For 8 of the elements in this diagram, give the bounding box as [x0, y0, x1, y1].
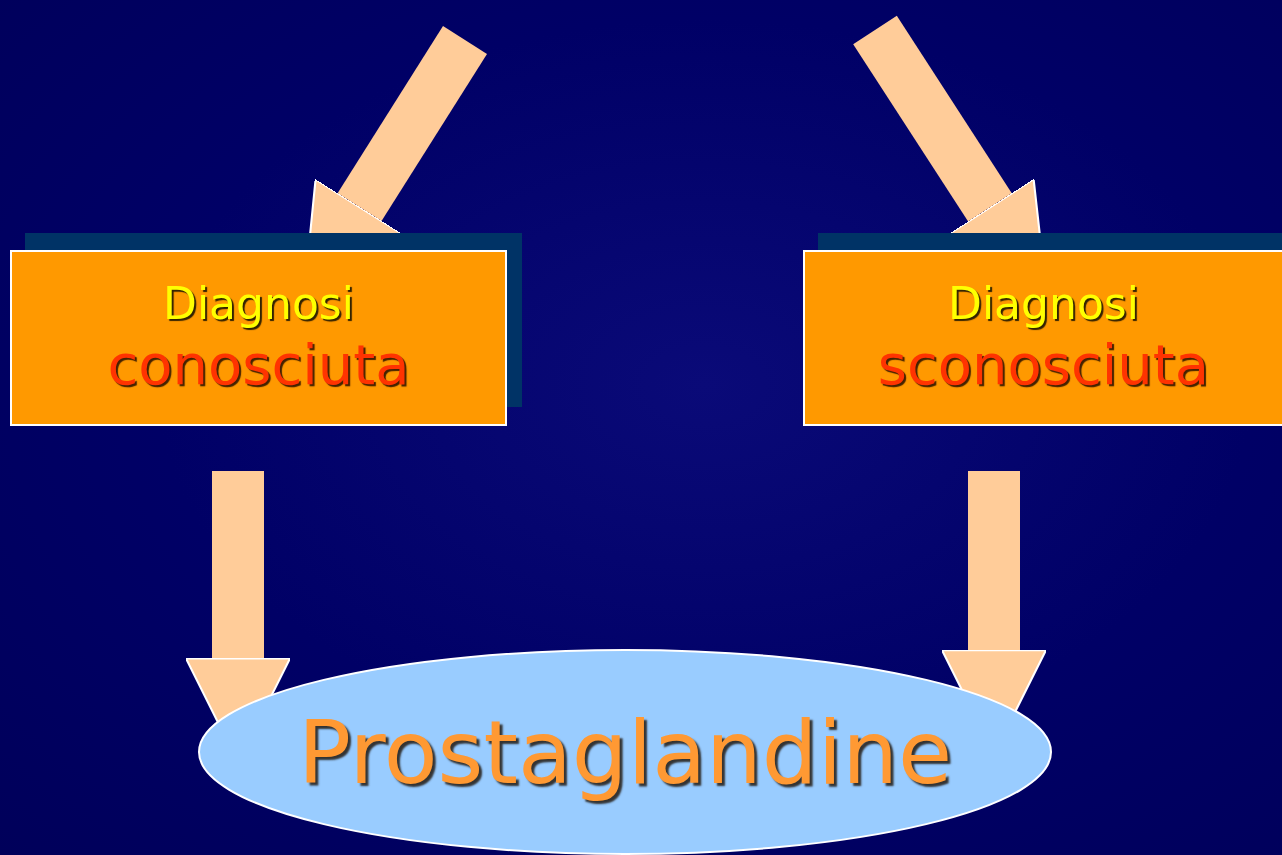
box-text: Diagnosi — [163, 278, 354, 331]
box-text: Diagnosi — [948, 278, 1139, 331]
ellipse-text: Prostaglandine — [297, 700, 953, 804]
box-text: sconosciuta — [877, 330, 1210, 398]
process-box — [803, 250, 1282, 426]
process-box — [10, 250, 507, 426]
box-text: conosciuta — [107, 330, 410, 398]
ellipse-node — [198, 649, 1052, 855]
